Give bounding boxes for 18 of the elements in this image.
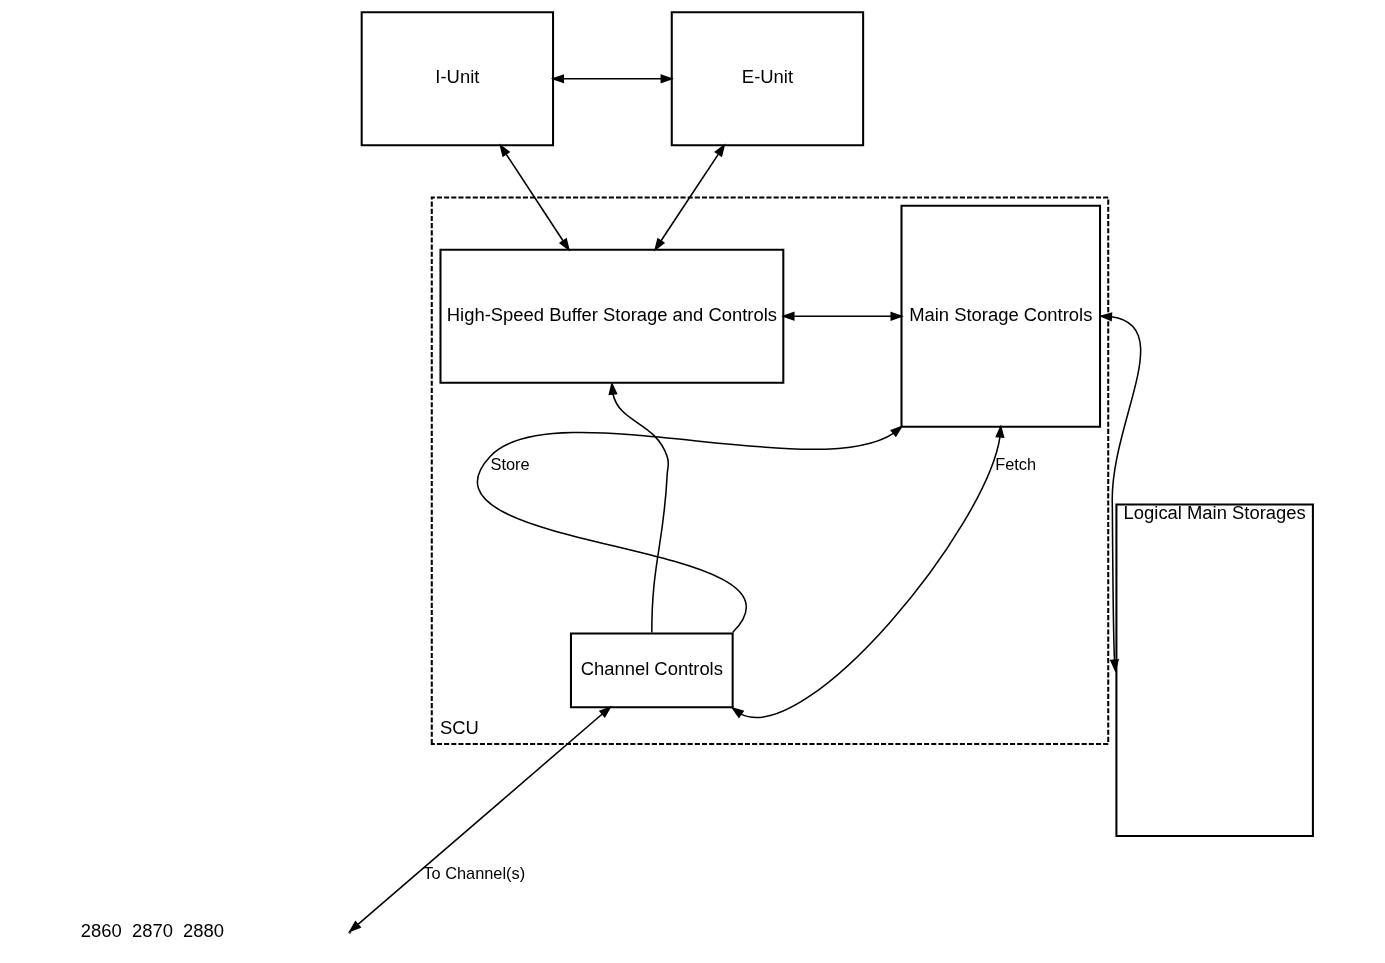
node-box: I-Unit bbox=[360, 11, 554, 147]
edge-label: To Channel(s) bbox=[422, 863, 525, 882]
node-box: High-Speed Buffer Storage and Controls bbox=[438, 248, 784, 384]
node-box: Channel Controls bbox=[569, 632, 734, 709]
arrow bbox=[498, 143, 570, 252]
arrow bbox=[1098, 312, 1141, 673]
arrow bbox=[653, 143, 725, 252]
arrow bbox=[730, 424, 1005, 719]
arrow bbox=[780, 311, 904, 321]
edge-label: Fetch bbox=[994, 454, 1036, 473]
arrow bbox=[607, 381, 669, 634]
node-box: Main Storage Controls bbox=[900, 204, 1101, 428]
arrow bbox=[476, 425, 903, 634]
node-box: E-Unit bbox=[670, 11, 864, 147]
node-box: Logical Main Storages bbox=[1114, 503, 1314, 838]
edge-label: Store bbox=[490, 454, 530, 473]
arrow bbox=[550, 74, 674, 84]
label: 2860 2870 2880 bbox=[80, 919, 224, 941]
